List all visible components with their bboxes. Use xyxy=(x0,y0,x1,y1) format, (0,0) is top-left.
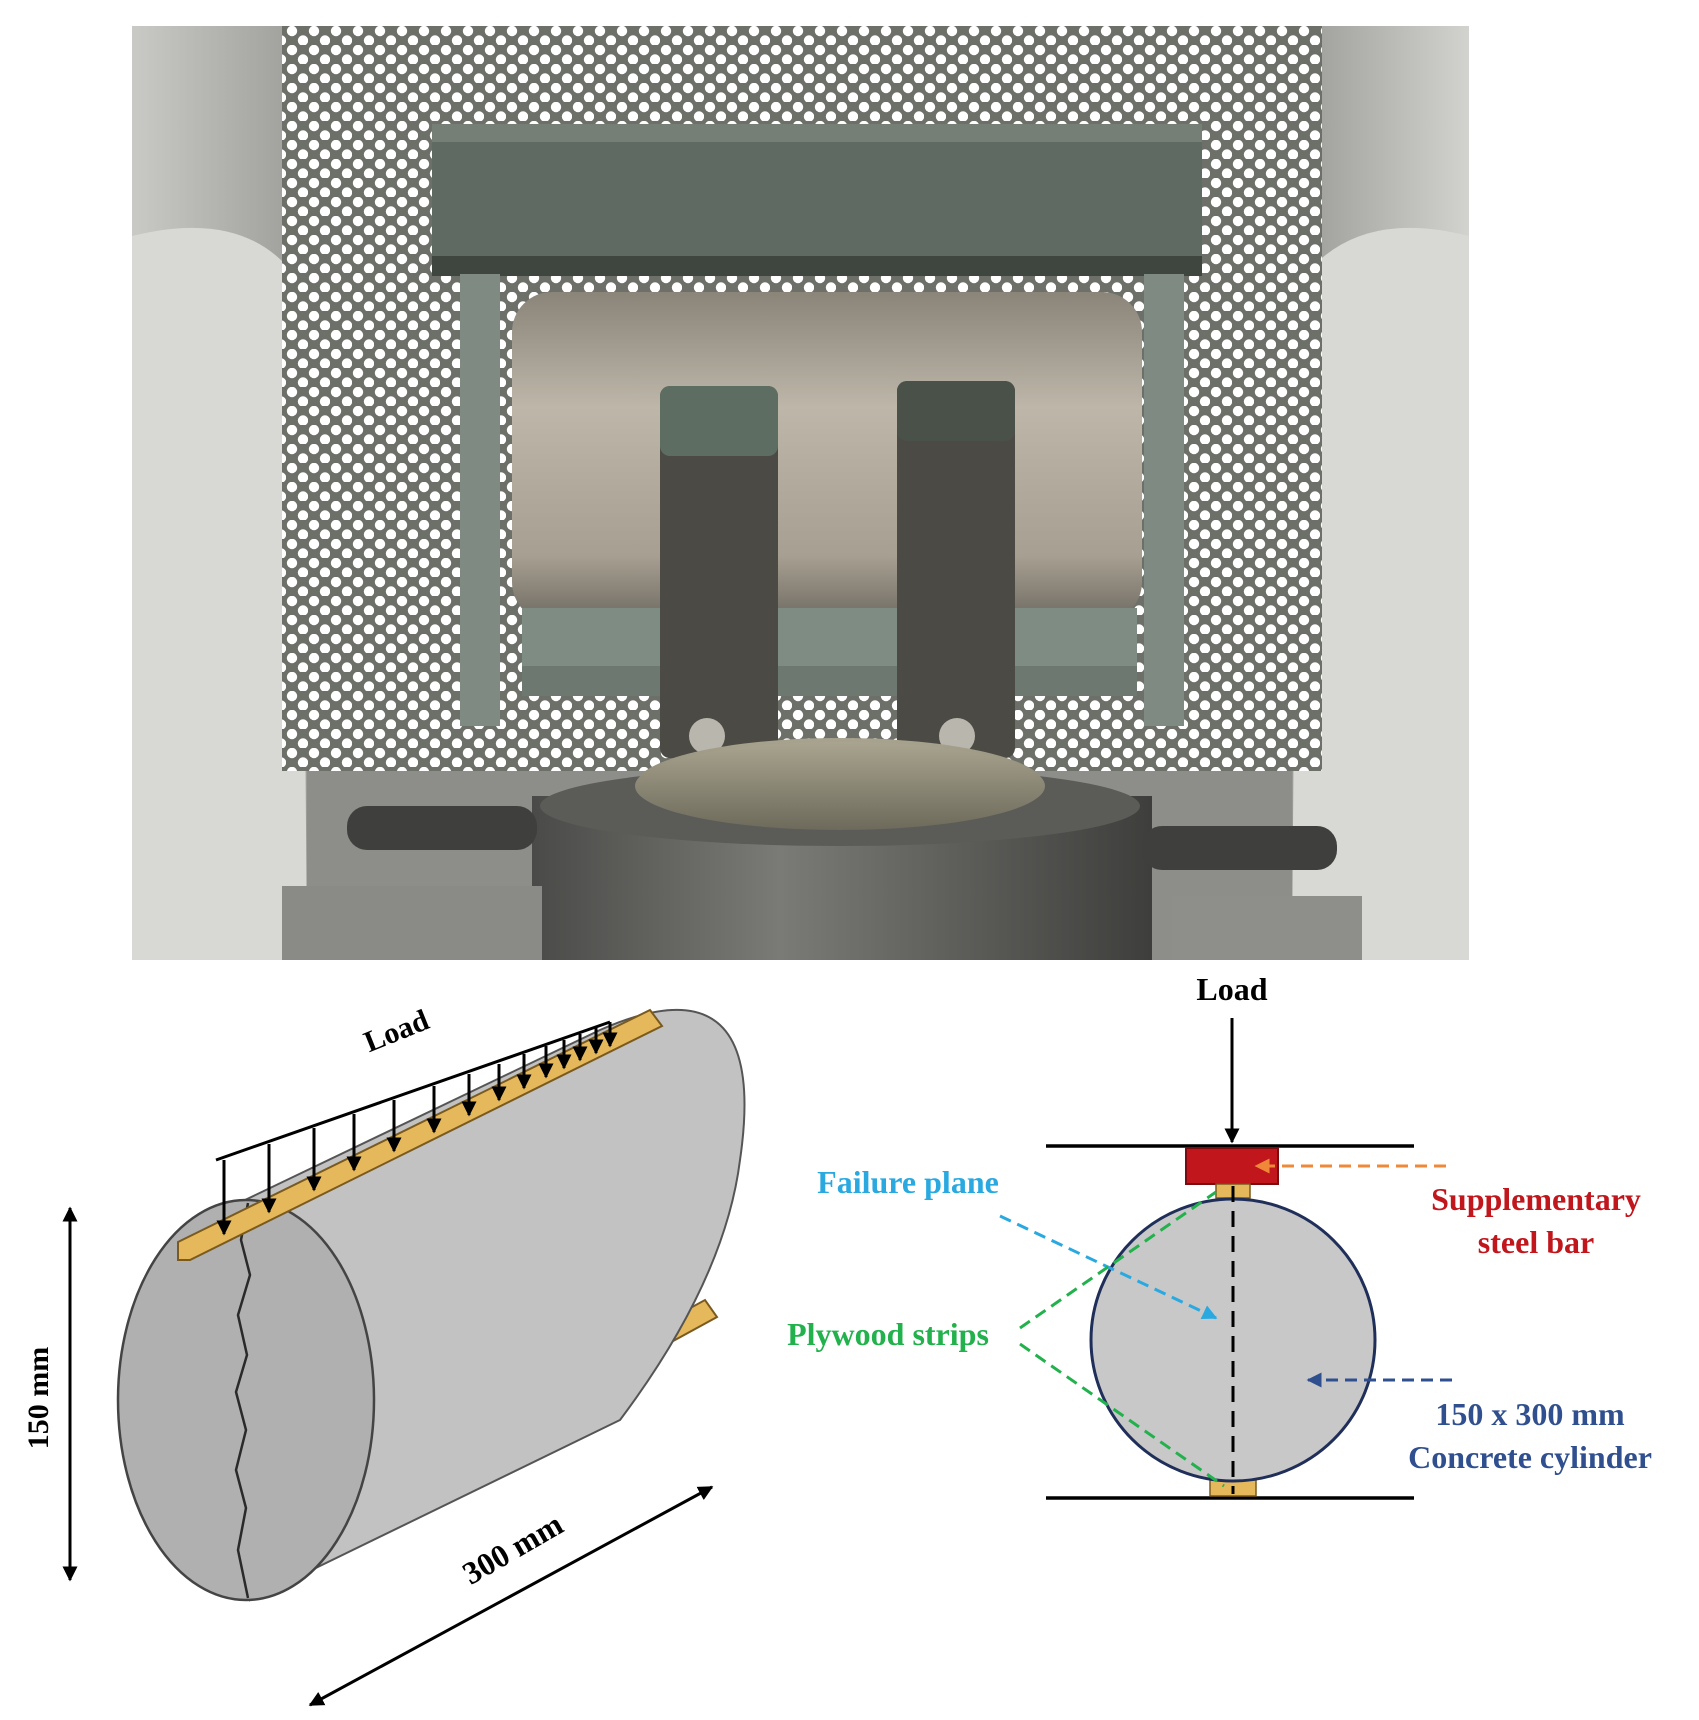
distributed-load-arrows xyxy=(215,1020,618,1236)
iso-load-label: Load xyxy=(359,1003,433,1059)
plywood-strips-label: Plywood strips xyxy=(787,1316,989,1352)
schematic-diagrams: Load 150 mm 300 mm Load Failure p xyxy=(0,960,1699,1715)
failure-plane-label: Failure plane xyxy=(817,1164,999,1200)
isometric-cylinder-view: Load 150 mm 300 mm xyxy=(22,1003,746,1707)
steel-bar-label-line1: Supplementary xyxy=(1431,1181,1641,1217)
height-dimension-label: 150 mm xyxy=(22,1347,55,1449)
test-rig-photo-drawing xyxy=(132,26,1469,960)
test-rig-photo xyxy=(132,26,1469,960)
plywood-leader-top xyxy=(1019,1190,1217,1330)
length-dimension-arrow xyxy=(308,1485,714,1707)
steel-bar-label-line2: steel bar xyxy=(1478,1224,1594,1260)
section-load-label: Load xyxy=(1196,971,1267,1007)
length-dimension-label: 300 mm xyxy=(456,1505,569,1591)
cross-section-view: Load Failure plane Plywood strips Supple… xyxy=(787,971,1652,1500)
cylinder-label-line2: Concrete cylinder xyxy=(1408,1439,1652,1475)
failure-plane-arrow xyxy=(999,1214,1218,1320)
plywood-leader-bottom xyxy=(1019,1342,1225,1488)
crack-line xyxy=(234,1202,252,1599)
cylinder-label-line1: 150 x 300 mm xyxy=(1435,1396,1625,1432)
schematic-svg: Load 150 mm 300 mm Load Failure p xyxy=(22,971,1652,1707)
